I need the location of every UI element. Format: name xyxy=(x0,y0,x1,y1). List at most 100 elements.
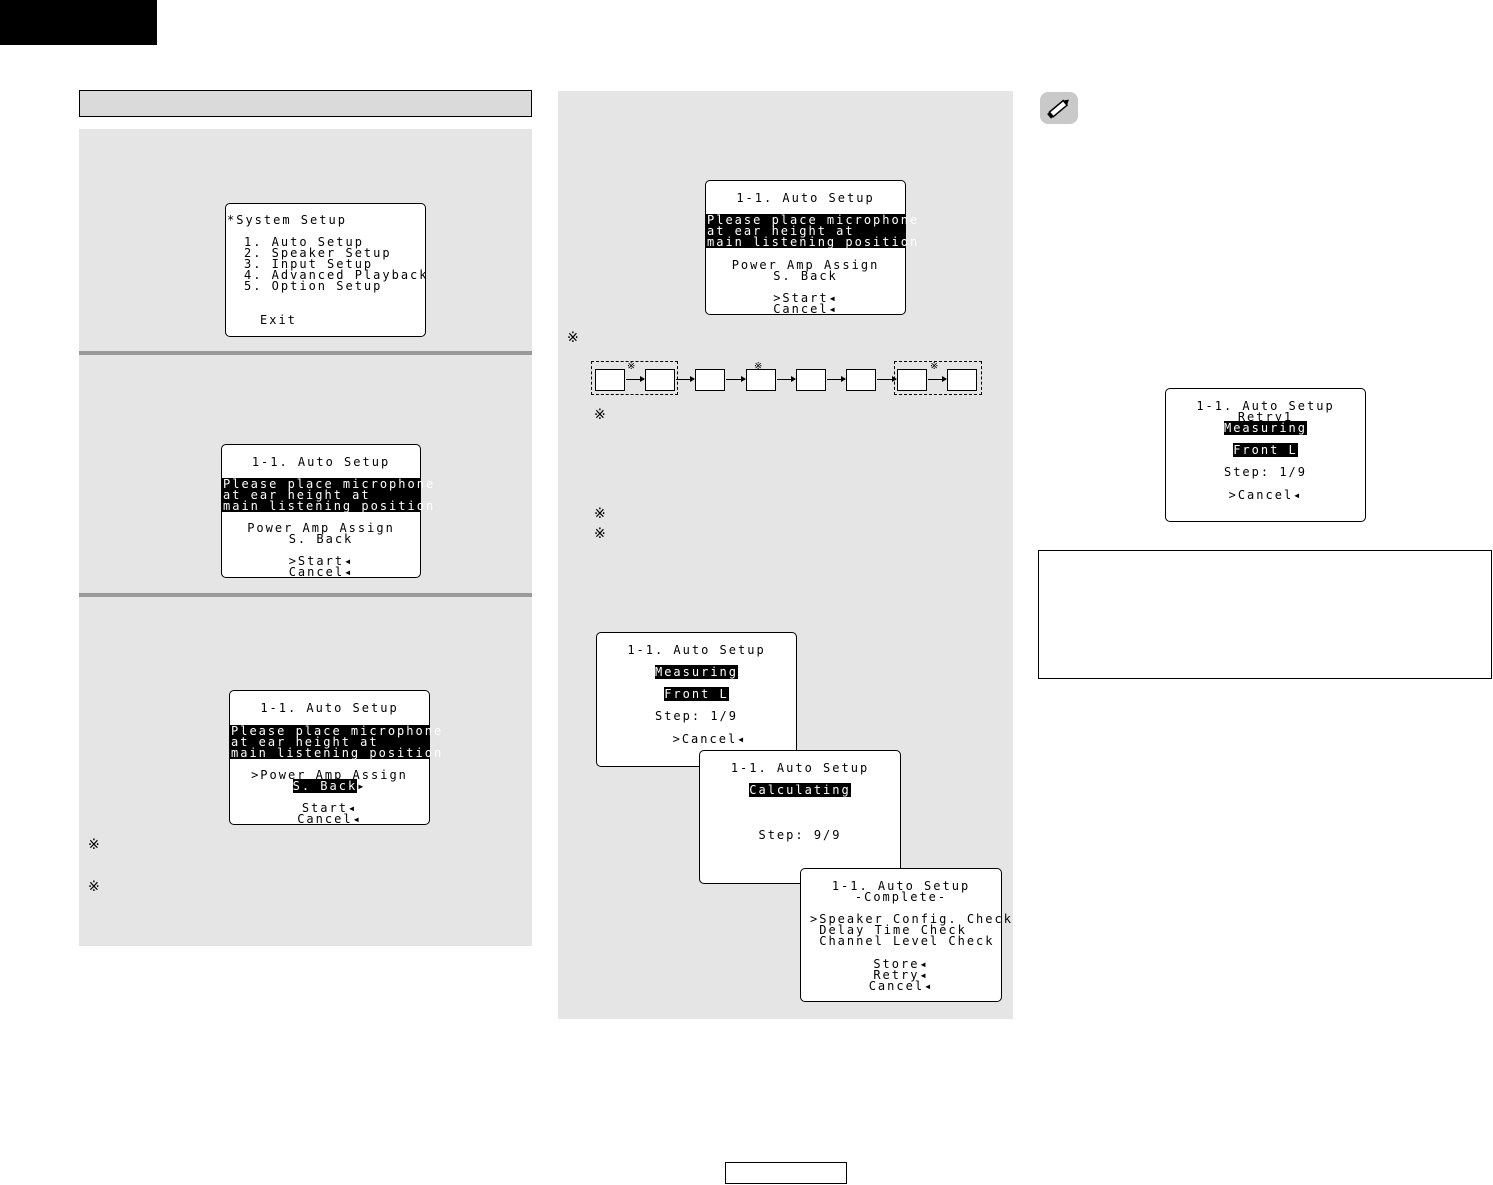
page-number-box xyxy=(725,1162,847,1184)
cancel-option: Cancel xyxy=(773,302,829,316)
measuring-channel: Front L xyxy=(664,687,729,701)
note-mark: ※ xyxy=(754,361,763,372)
note-mark: ※ xyxy=(88,879,100,895)
dashed-group xyxy=(591,361,678,395)
sequence-box xyxy=(796,369,826,391)
arrow-right-icon xyxy=(827,376,846,382)
s-back: S. Back xyxy=(288,532,354,546)
auto-setup-screen: 1-1. Auto Setup Please place microphone … xyxy=(221,444,436,579)
instruction-line: Please place microphone xyxy=(231,724,444,738)
note-mark: ※ xyxy=(567,330,579,346)
menu-item: 5. Option Setup xyxy=(244,279,383,293)
measuring-status: Measuring xyxy=(654,665,739,679)
auto-setup-screen: 1-1. Auto Setup Please place microphone … xyxy=(705,180,920,316)
sequence-box xyxy=(595,369,625,391)
cancel-option: Cancel xyxy=(868,979,925,993)
complete-option: Channel Level Check xyxy=(810,934,995,948)
cancel-option: >Cancel xyxy=(672,732,738,746)
complete-screen: 1-1. Auto Setup -Complete- >Speaker Conf… xyxy=(800,868,1013,1002)
instruction-line: main listening position xyxy=(231,746,444,760)
info-box xyxy=(1038,550,1492,679)
note-mark: ※ xyxy=(88,837,100,853)
sequence-box xyxy=(897,369,927,391)
arrow-right-icon xyxy=(626,376,645,382)
auto-setup-screen-power-amp: 1-1. Auto Setup Please place microphone … xyxy=(229,690,444,826)
step-divider xyxy=(79,593,532,597)
screen-title: 1-1. Auto Setup xyxy=(260,701,399,715)
screen-title: 1-1. Auto Setup xyxy=(831,879,971,893)
cancel-option: Cancel xyxy=(288,565,345,579)
caret-left-icon: ◂ xyxy=(924,979,934,993)
instruction-line: at ear height at xyxy=(707,224,855,238)
menu-item: 3. Input Setup xyxy=(244,257,374,271)
complete-option: Delay Time Check xyxy=(810,923,967,937)
page-corner-tab xyxy=(0,0,157,45)
caret-left-icon: ◂ xyxy=(919,957,929,971)
measuring-screen: 1-1. Auto Setup Measuring Front L Step: … xyxy=(596,632,797,767)
complete-option: >Speaker Config. Check xyxy=(810,912,1013,926)
screen-title: 1-1. Auto Setup xyxy=(1196,399,1335,413)
cancel-option: >Cancel xyxy=(1228,488,1294,502)
instruction-line: main listening position xyxy=(223,499,436,513)
arrow-right-icon xyxy=(928,376,947,382)
note-mark: ※ xyxy=(594,506,606,522)
caret-left-icon: ◂ xyxy=(1293,488,1303,502)
menu-exit: Exit xyxy=(260,313,297,327)
start-option: >Start xyxy=(773,291,829,305)
arrow-right-icon xyxy=(877,376,897,382)
caret-left-icon: ◂ xyxy=(828,291,838,305)
retry-option: Retry xyxy=(873,968,920,982)
menu-item: 4. Advanced Playback xyxy=(244,268,429,282)
caret-left-icon: ◂ xyxy=(828,302,838,316)
screen-title: 1-1. Auto Setup xyxy=(251,455,391,469)
caret-left-icon: ◂ xyxy=(344,554,354,568)
caret-left-icon: ◂ xyxy=(919,968,929,982)
note-mark: ※ xyxy=(930,361,939,372)
step-divider xyxy=(79,351,532,355)
pencil-note-icon xyxy=(1040,92,1078,124)
section-header-bar xyxy=(79,90,532,117)
sequence-box xyxy=(695,369,725,391)
instruction-highlight xyxy=(222,478,420,512)
sequence-box xyxy=(645,369,675,391)
power-amp-assign: Power Amp Assign xyxy=(731,258,880,272)
system-setup-screen: *System Setup 1. Auto Setup 2. Speaker S… xyxy=(225,203,429,337)
instruction-line: Please place microphone xyxy=(707,213,920,227)
caret-right-icon: ▸ xyxy=(357,779,367,793)
note-mark: ※ xyxy=(627,361,636,372)
power-amp-assign: Power Amp Assign xyxy=(247,521,395,535)
calculating-screen: 1-1. Auto Setup Calculating Step: 9/9 xyxy=(699,750,901,884)
note-mark: ※ xyxy=(594,407,606,423)
instruction-line: Please place microphone xyxy=(223,477,436,491)
menu-item: 2. Speaker Setup xyxy=(244,246,392,260)
calculating-status: Calculating xyxy=(749,783,851,797)
caret-left-icon: ◂ xyxy=(737,732,747,746)
power-amp-assign: >Power Amp Assign xyxy=(251,768,408,782)
retry-label: Retry1 xyxy=(1237,410,1294,424)
caret-left-icon: ◂ xyxy=(344,565,354,579)
screen-title: *System Setup xyxy=(227,213,347,227)
caret-left-icon: ◂ xyxy=(347,801,358,815)
caret-left-icon: ◂ xyxy=(352,812,362,826)
instruction-highlight xyxy=(706,214,905,248)
retry-measuring-screen: 1-1. Auto Setup Retry1 Measuring Front L… xyxy=(1165,388,1366,522)
measuring-step: Step: 1/9 xyxy=(654,709,739,723)
screen-title: 1-1. Auto Setup xyxy=(627,643,766,657)
arrow-right-icon xyxy=(676,376,695,382)
measuring-status: Measuring xyxy=(1223,421,1308,435)
instruction-line: main listening position xyxy=(707,235,920,249)
instruction-highlight xyxy=(230,725,429,759)
sequence-box xyxy=(846,369,876,391)
start-option: >Start xyxy=(288,554,345,568)
s-back-selected: S. Back xyxy=(292,779,358,793)
s-back: S. Back xyxy=(773,269,838,283)
complete-subtitle: -Complete- xyxy=(854,890,948,904)
measuring-channel: Front L xyxy=(1233,443,1298,457)
screen-title: 1-1. Auto Setup xyxy=(730,761,870,775)
note-mark: ※ xyxy=(594,526,606,542)
calculating-step: Step: 9/9 xyxy=(758,828,842,842)
instruction-line: at ear height at xyxy=(231,735,379,749)
sequence-box xyxy=(746,369,776,391)
store-option: Store xyxy=(873,957,920,971)
sequence-box xyxy=(947,369,977,391)
